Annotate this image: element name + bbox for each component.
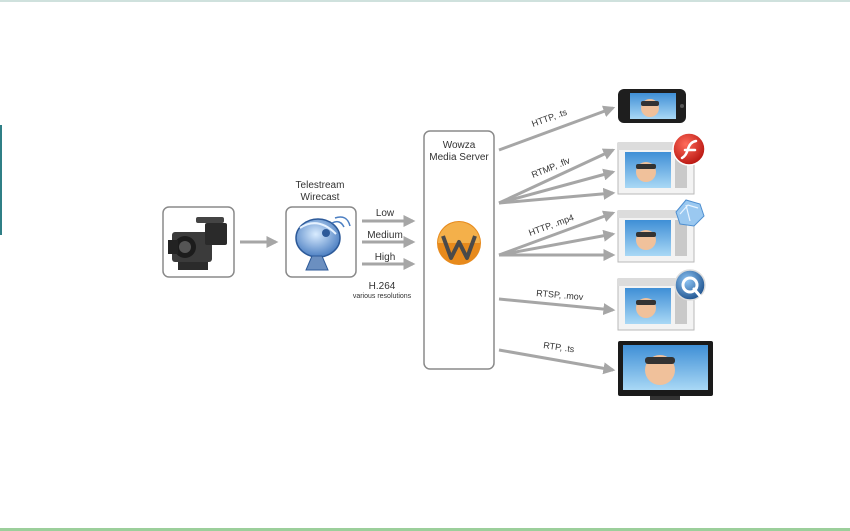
browser-window-icon <box>617 142 695 195</box>
wirecast-dish-icon <box>285 206 357 278</box>
output-arrows <box>498 105 616 375</box>
browser-window-icon <box>617 278 695 331</box>
wirecast-title-line2: Wirecast <box>301 192 340 203</box>
protocol-label-http-mp4: HTTP, .mp4 <box>527 212 575 238</box>
television-icon <box>618 341 713 400</box>
stream-label-low: Low <box>376 208 395 219</box>
quicktime-icon <box>674 269 706 301</box>
window-edge <box>0 125 2 235</box>
codec-label: H.264 <box>369 281 396 292</box>
server-title-line1: Wowza <box>443 140 476 151</box>
phone-icon <box>618 89 686 123</box>
protocol-label-rtmp-flv: RTMP, .flv <box>530 155 572 180</box>
video-camera-icon <box>162 206 235 278</box>
silverlight-icon <box>675 199 705 227</box>
stream-label-medium: Medium <box>367 230 403 241</box>
wirecast-title-line1: Telestream <box>296 180 345 191</box>
server-title-line2: Media Server <box>429 152 489 163</box>
protocol-label-rtp-ts: RTP, .ts <box>543 340 576 354</box>
flash-icon <box>672 132 706 166</box>
protocol-label-rtsp-mov: RTSP, .mov <box>536 288 584 302</box>
stream-label-high: High <box>375 252 396 263</box>
codec-note: various resolutions <box>353 293 412 300</box>
wowza-logo-icon <box>437 221 481 265</box>
